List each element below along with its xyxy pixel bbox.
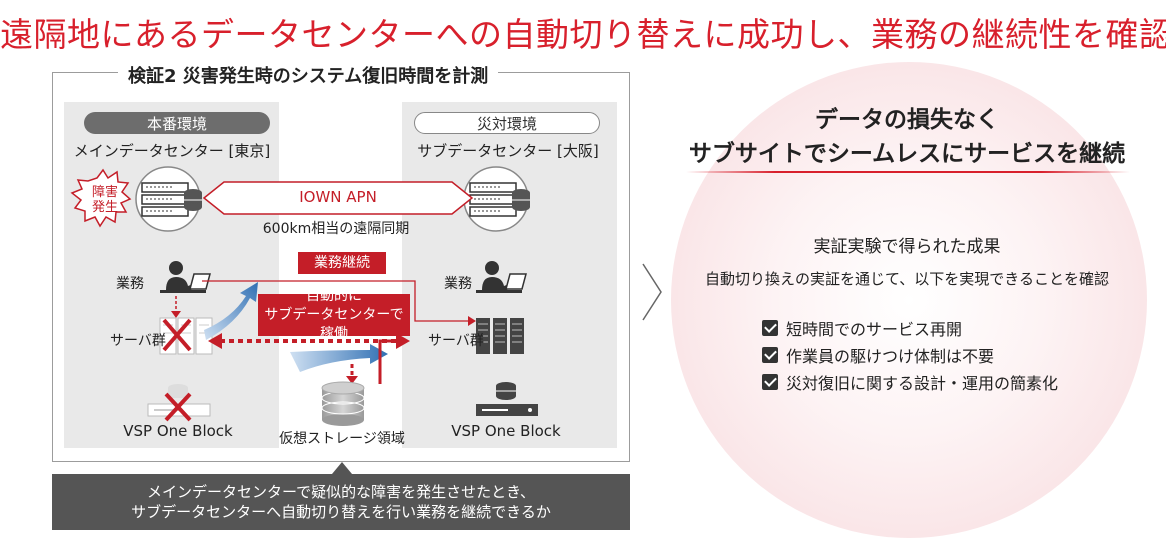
primary-user-icon [160, 261, 211, 293]
checkbox-icon [762, 347, 778, 363]
secondary-server-label: サーバ群 [428, 333, 484, 349]
virtual-storage-label: 仮想ストレージ領域 [279, 431, 405, 447]
failure-burst-icon [70, 168, 132, 228]
test-scenario-callout: メインデータセンターで疑似的な障害を発生させたとき、 サブデータセンターへ自動切… [52, 474, 630, 530]
blue-sync-arrow-upper [204, 282, 258, 340]
primary-work-label: 業務 [116, 276, 144, 292]
result-subheading: 実証実験で得られた成果 [813, 237, 1001, 257]
result-heading-line1: データの損失なく [815, 107, 999, 133]
panel-title: 検証2 災害発生時のシステム復旧時間を計測 [118, 62, 499, 88]
server-failure-x-icon [162, 318, 192, 352]
blue-sync-arrow-lower [290, 344, 388, 372]
remote-sync-label: 600km相当の遠隔同期 [262, 221, 410, 237]
chevron-right-icon [642, 263, 662, 321]
secondary-server-icon [463, 166, 530, 232]
primary-dc-name: メインデータセンター [東京] [73, 142, 271, 160]
result-divider [686, 171, 1130, 173]
checkbox-icon [762, 320, 778, 336]
virtual-storage-icon [321, 381, 365, 426]
business-continuity-badge: 業務継続 [298, 252, 386, 274]
result-heading-line2: サブサイトでシームレスにサービスを継続 [688, 141, 1126, 167]
checkbox-icon [762, 374, 778, 390]
secondary-storage-label: VSP One Block [451, 422, 561, 440]
storage-failure-x-icon [164, 392, 192, 422]
primary-env-label: 本番環境 [84, 112, 270, 134]
secondary-work-label: 業務 [444, 276, 472, 292]
primary-storage-icon [147, 384, 211, 417]
result-check-item: 作業員の駆けつけ体制は不要 [762, 343, 994, 367]
result-description: 自動切り換えの実証を通じて、以下を実現できることを確認 [705, 270, 1109, 288]
primary-storage-label: VSP One Block [123, 422, 233, 440]
failure-badge: 障害 発生 [92, 185, 119, 215]
primary-server-rack-icon [159, 317, 213, 355]
secondary-user-icon [476, 261, 527, 293]
results-circle [671, 62, 1147, 538]
storage-link-arrows [346, 339, 404, 384]
primary-server-icon [135, 166, 202, 232]
auto-switch-badge: 自動的に サブデータセンターで稼働 [258, 288, 410, 342]
secondary-dc-name: サブデータセンター [大阪] [417, 142, 599, 160]
secondary-storage-icon [476, 382, 538, 416]
secondary-server-rack-icon [476, 318, 524, 354]
continuity-line [202, 280, 470, 322]
secondary-env-label: 災対環境 [414, 112, 600, 134]
page-title: 遠隔地にあるデータセンターへの自動切り替えに成功し、業務の継続性を確認 [0, 15, 1166, 54]
result-check-item: 災対復旧に関する設計・運用の簡素化 [762, 370, 1058, 394]
primary-server-label: サーバ群 [110, 333, 166, 349]
result-check-item: 短時間でのサービス再開 [762, 316, 962, 340]
iown-apn-arrow [202, 181, 474, 215]
iown-apn-label: IOWN APN [299, 188, 377, 206]
callout-pointer [332, 462, 352, 474]
